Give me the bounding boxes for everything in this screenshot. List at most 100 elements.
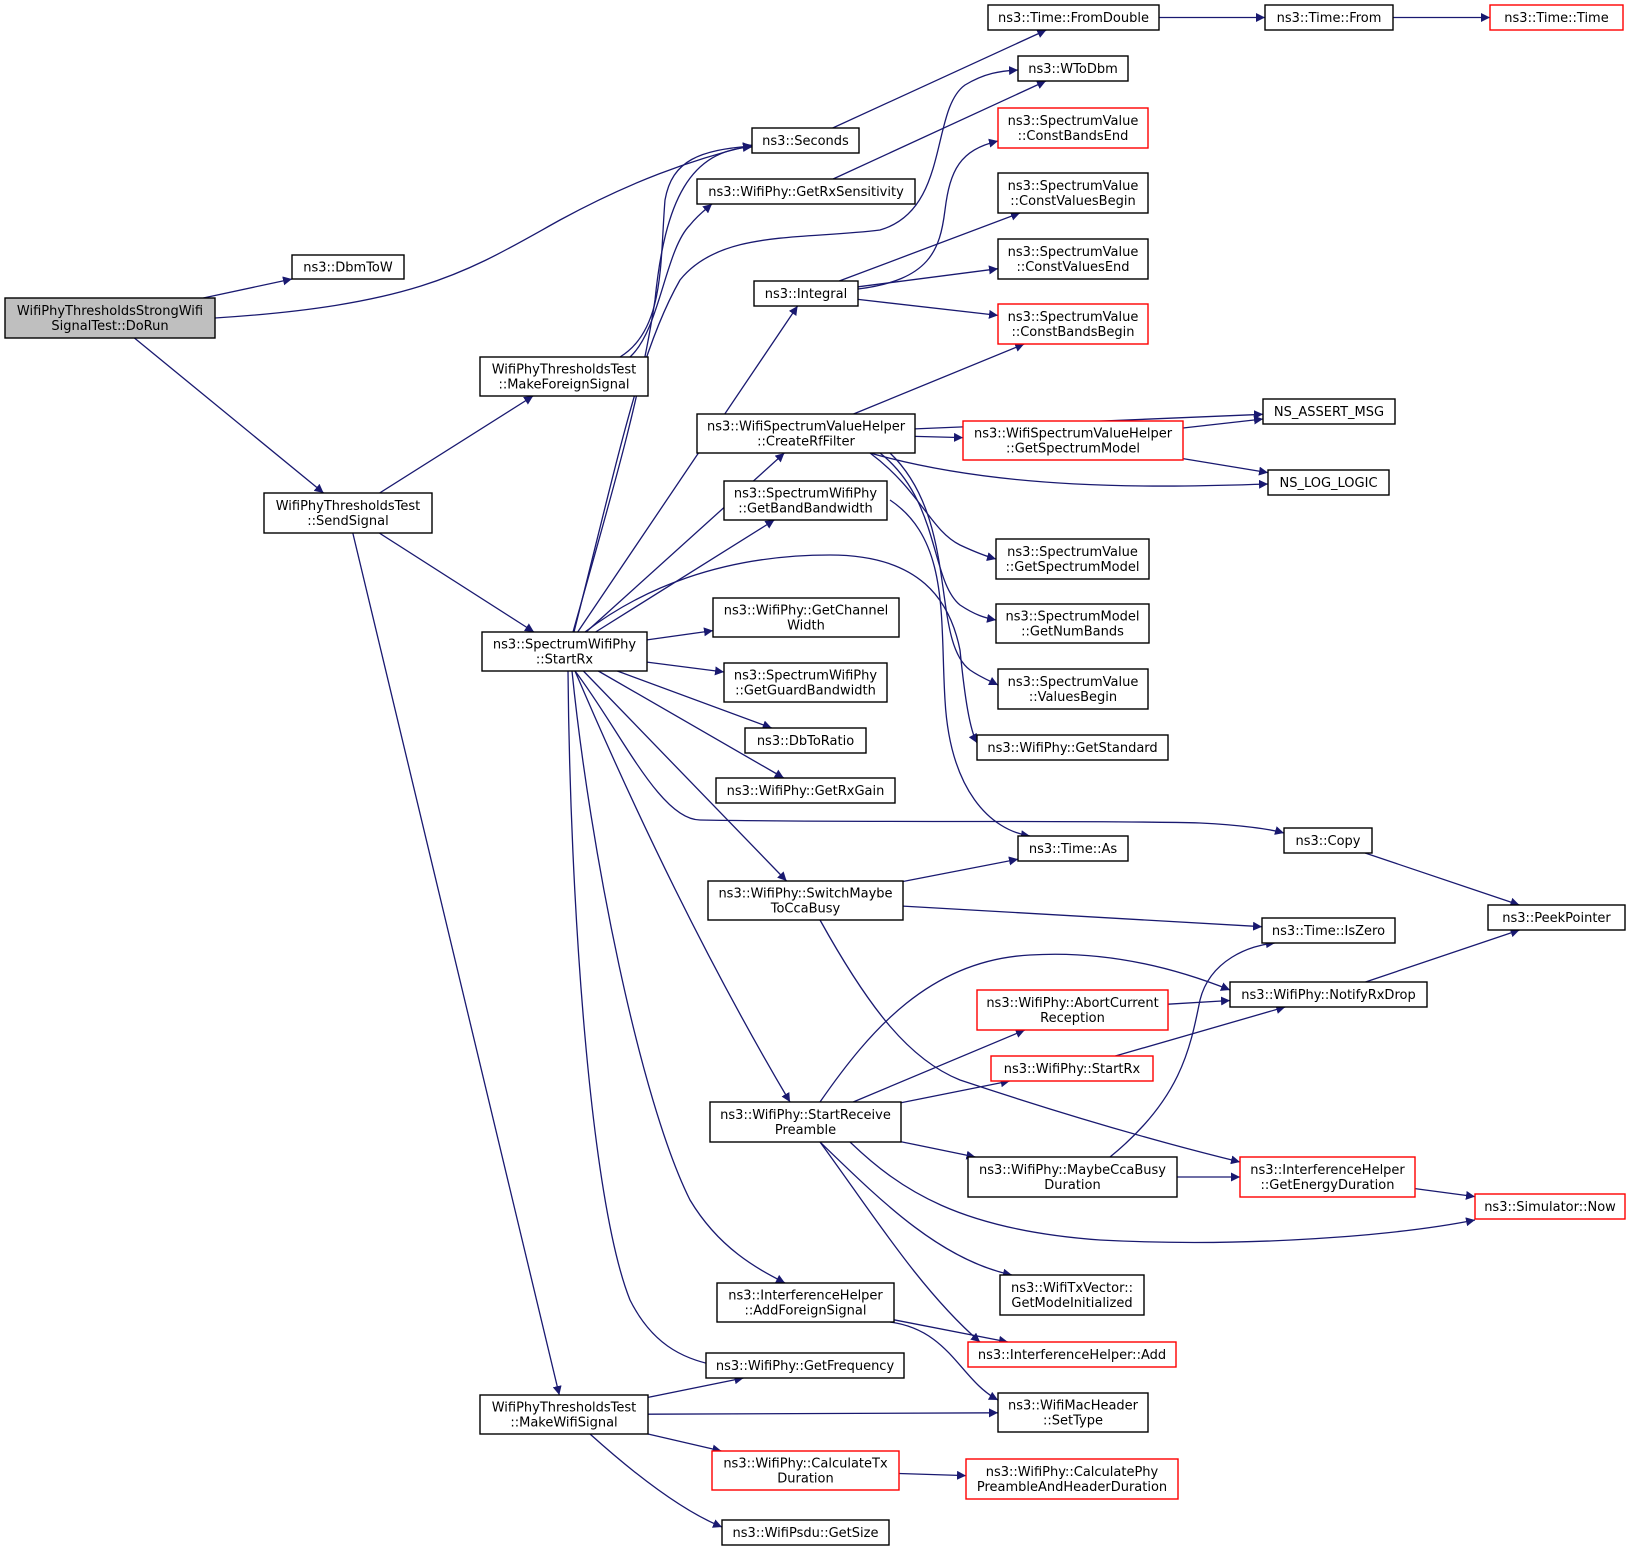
node-nsassert[interactable]: NS_ASSERT_MSG	[1262, 398, 1396, 425]
edge-line	[902, 856, 1019, 883]
edge-root-to-sendsignal	[133, 337, 325, 494]
node-box	[753, 280, 859, 307]
node-box	[976, 989, 1169, 1031]
edge-createrf-to-getspecmodel	[869, 452, 997, 561]
node-label-line: ns3::SpectrumValue	[1008, 245, 1139, 260]
node-dbmtow[interactable]: ns3::DbmToW	[291, 254, 405, 280]
edge-notifyrxdrop-to-peekpointer	[1365, 928, 1520, 983]
node-label-line: ns3::WifiPhy::GetFrequency	[716, 1359, 895, 1374]
node-ihadd[interactable]: ns3::InterferenceHelper::Add	[967, 1341, 1177, 1368]
node-getnumbands[interactable]: ns3::SpectrumModel::GetNumBands	[995, 603, 1150, 644]
node-getrxsens[interactable]: ns3::WifiPhy::GetRxSensitivity	[696, 178, 916, 205]
node-label-line: ns3::WifiPhy::GetRxGain	[727, 784, 885, 799]
node-label-line: ns3::WifiPsdu::GetSize	[733, 1526, 879, 1541]
node-constbandsbegin[interactable]: ns3::SpectrumValue::ConstBandsBegin	[997, 303, 1149, 345]
edge-line	[574, 670, 791, 1103]
node-wtodbm[interactable]: ns3::WToDbm	[1017, 55, 1129, 82]
node-getguardbw[interactable]: ns3::SpectrumWifiPhy::GetGuardBandwidth	[723, 662, 888, 703]
node-seconds[interactable]: ns3::Seconds	[751, 127, 860, 154]
edge-startrx-to-copy	[574, 670, 1285, 835]
node-getmodeinit[interactable]: ns3::WifiTxVector::GetModeInitialized	[999, 1274, 1145, 1316]
node-getspecmodel[interactable]: ns3::SpectrumValue::GetSpectrumModel	[995, 538, 1150, 580]
node-wifistartrx[interactable]: ns3::WifiPhy::StartRx	[990, 1055, 1154, 1082]
node-box	[709, 1101, 902, 1143]
node-createrf[interactable]: ns3::WifiSpectrumValueHelper::CreateRfFi…	[696, 413, 916, 454]
node-getbandbw[interactable]: ns3::SpectrumWifiPhy::GetBandBandwidth	[723, 480, 888, 521]
node-label-line: ::GetNumBands	[1021, 625, 1124, 640]
node-label-line: ns3::WifiPhy::AbortCurrent	[986, 996, 1158, 1011]
node-label-line: ns3::Copy	[1295, 834, 1360, 849]
edge-line	[1182, 457, 1269, 476]
node-peekpointer[interactable]: ns3::PeekPointer	[1487, 904, 1626, 931]
node-startrx[interactable]: ns3::SpectrumWifiPhy::StartRx	[481, 631, 648, 672]
node-sendsignal[interactable]: WifiPhyThresholdsTest::SendSignal	[263, 492, 433, 534]
node-getenergy[interactable]: ns3::InterferenceHelper::GetEnergyDurati…	[1239, 1156, 1416, 1198]
edge-startrx-to-getguardbw	[646, 661, 725, 676]
node-box	[479, 1394, 649, 1435]
node-notifyrxdrop[interactable]: ns3::WifiPhy::NotifyRxDrop	[1229, 981, 1428, 1008]
edge-line	[838, 211, 1021, 282]
node-getsize[interactable]: ns3::WifiPsdu::GetSize	[721, 1519, 890, 1546]
node-nslog[interactable]: NS_LOG_LOGIC	[1267, 469, 1390, 496]
edge-line	[379, 395, 534, 494]
node-valuesbegin[interactable]: ns3::SpectrumValue::ValuesBegin	[997, 668, 1149, 710]
node-getfreq[interactable]: ns3::WifiPhy::GetFrequency	[705, 1352, 905, 1379]
node-label-line: ::ValuesBegin	[1029, 690, 1117, 705]
node-box	[1017, 835, 1129, 862]
node-getstandard[interactable]: ns3::WifiPhy::GetStandard	[976, 734, 1169, 761]
node-label-line: ns3::SpectrumValue	[1008, 675, 1139, 690]
edge-line	[902, 905, 1263, 931]
node-constvalbegin[interactable]: ns3::SpectrumValue::ConstValuesBegin	[997, 172, 1149, 214]
node-box	[723, 480, 888, 521]
node-box	[291, 254, 405, 280]
node-time[interactable]: ns3::Time::Time	[1489, 4, 1624, 31]
node-integral[interactable]: ns3::Integral	[753, 280, 859, 307]
node-makeforeign[interactable]: WifiPhyThresholdsTest::MakeForeignSignal	[479, 356, 649, 397]
node-timeas[interactable]: ns3::Time::As	[1017, 835, 1129, 862]
node-makewifi[interactable]: WifiPhyThresholdsTest::MakeWifiSignal	[479, 1394, 649, 1435]
node-box	[995, 538, 1150, 580]
node-copy[interactable]: ns3::Copy	[1283, 827, 1373, 854]
edge-makeforeign-to-seconds	[619, 142, 753, 358]
node-settype[interactable]: ns3::WifiMacHeader::SetType	[997, 1392, 1149, 1433]
node-label-line: ns3::SpectrumModel	[1005, 610, 1139, 625]
node-label-line: Width	[787, 619, 825, 634]
node-root[interactable]: WifiPhyThresholdsStrongWifiSignalTest::D…	[4, 297, 216, 339]
node-box	[751, 127, 860, 154]
node-simnow[interactable]: ns3::Simulator::Now	[1474, 1193, 1626, 1220]
edge-sendsignal-to-makewifi	[352, 532, 562, 1396]
edge-line	[889, 499, 1031, 840]
node-box	[1267, 469, 1390, 496]
node-constvalend[interactable]: ns3::SpectrumValue::ConstValuesEnd	[997, 238, 1149, 280]
edge-root-to-seconds	[214, 142, 753, 319]
node-dbtoratio[interactable]: ns3::DbToRatio	[744, 727, 867, 754]
node-label-line: ns3::DbToRatio	[757, 734, 854, 749]
node-calcphy[interactable]: ns3::WifiPhy::CalculatePhyPreambleAndHea…	[965, 1458, 1179, 1500]
edge-line	[573, 66, 1019, 633]
edge-calctx-to-calcphy	[898, 1470, 967, 1480]
edge-line	[853, 343, 1025, 415]
node-fromdouble[interactable]: ns3::Time::FromDouble	[987, 4, 1160, 31]
node-label-line: NS_LOG_LOGIC	[1279, 476, 1377, 491]
node-label-line: ns3::InterferenceHelper::Add	[978, 1348, 1166, 1363]
edge-line	[619, 142, 753, 358]
node-constbandsend[interactable]: ns3::SpectrumValue::ConstBandsEnd	[997, 107, 1149, 149]
edge-line	[617, 670, 772, 730]
node-label-line: ::GetEnergyDuration	[1261, 1178, 1395, 1193]
node-addforeign[interactable]: ns3::InterferenceHelper::AddForeignSigna…	[716, 1282, 895, 1323]
edge-line	[572, 142, 753, 633]
node-iszero[interactable]: ns3::Time::IsZero	[1261, 917, 1396, 944]
node-from[interactable]: ns3::Time::From	[1264, 4, 1394, 31]
edge-line	[574, 670, 1285, 835]
node-getspecmodelhelper[interactable]: ns3::WifiSpectrumValueHelper::GetSpectru…	[962, 420, 1184, 461]
node-getrxgain[interactable]: ns3::WifiPhy::GetRxGain	[715, 777, 896, 804]
node-label-line: WifiPhyThresholdsTest	[492, 363, 637, 378]
node-label-line: ns3::Time::FromDouble	[998, 11, 1149, 26]
